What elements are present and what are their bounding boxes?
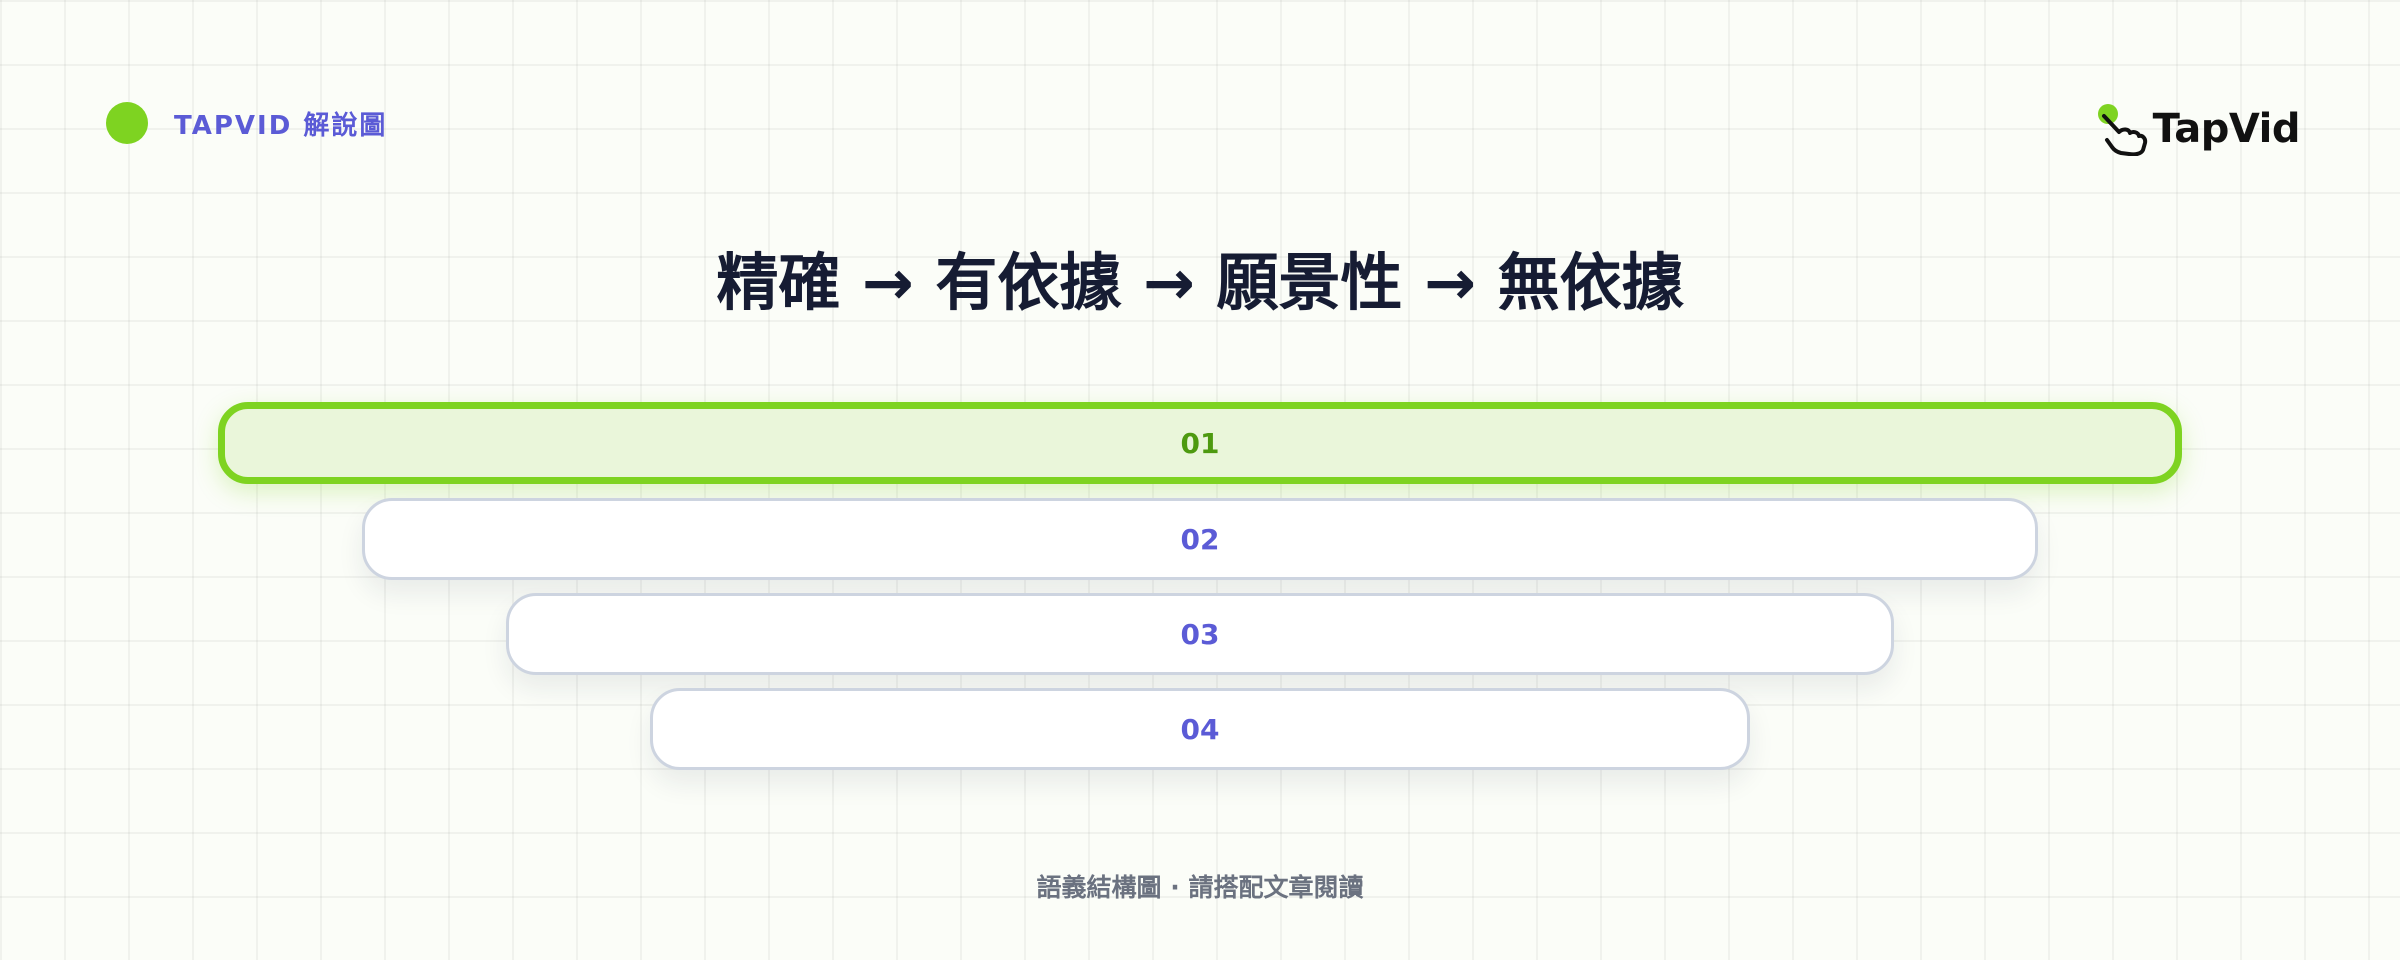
- tier-04: 04: [650, 688, 1750, 770]
- tier-02: 02: [362, 498, 2038, 580]
- tier-03: 03: [506, 593, 1894, 675]
- footer-caption: 語義結構圖 · 請搭配文章閱讀: [1036, 873, 1364, 902]
- brand-tag: TAPVID 解說圖: [106, 102, 387, 144]
- brand-dot-icon: [106, 102, 148, 144]
- pointing-hand-icon: [2097, 104, 2147, 156]
- tier-label: 04: [1180, 712, 1220, 746]
- tier-label: 01: [1180, 426, 1220, 460]
- tier-01: 01: [218, 402, 2182, 484]
- page-title: 精確 → 有依據 → 願景性 → 無依據: [716, 246, 1684, 319]
- logo-text: TapVid: [2152, 106, 2301, 152]
- tapvid-logo: TapVid: [2095, 102, 2301, 156]
- tier-label: 03: [1180, 617, 1220, 651]
- tier-label: 02: [1180, 522, 1220, 556]
- brand-tag-label: TAPVID 解說圖: [174, 110, 388, 141]
